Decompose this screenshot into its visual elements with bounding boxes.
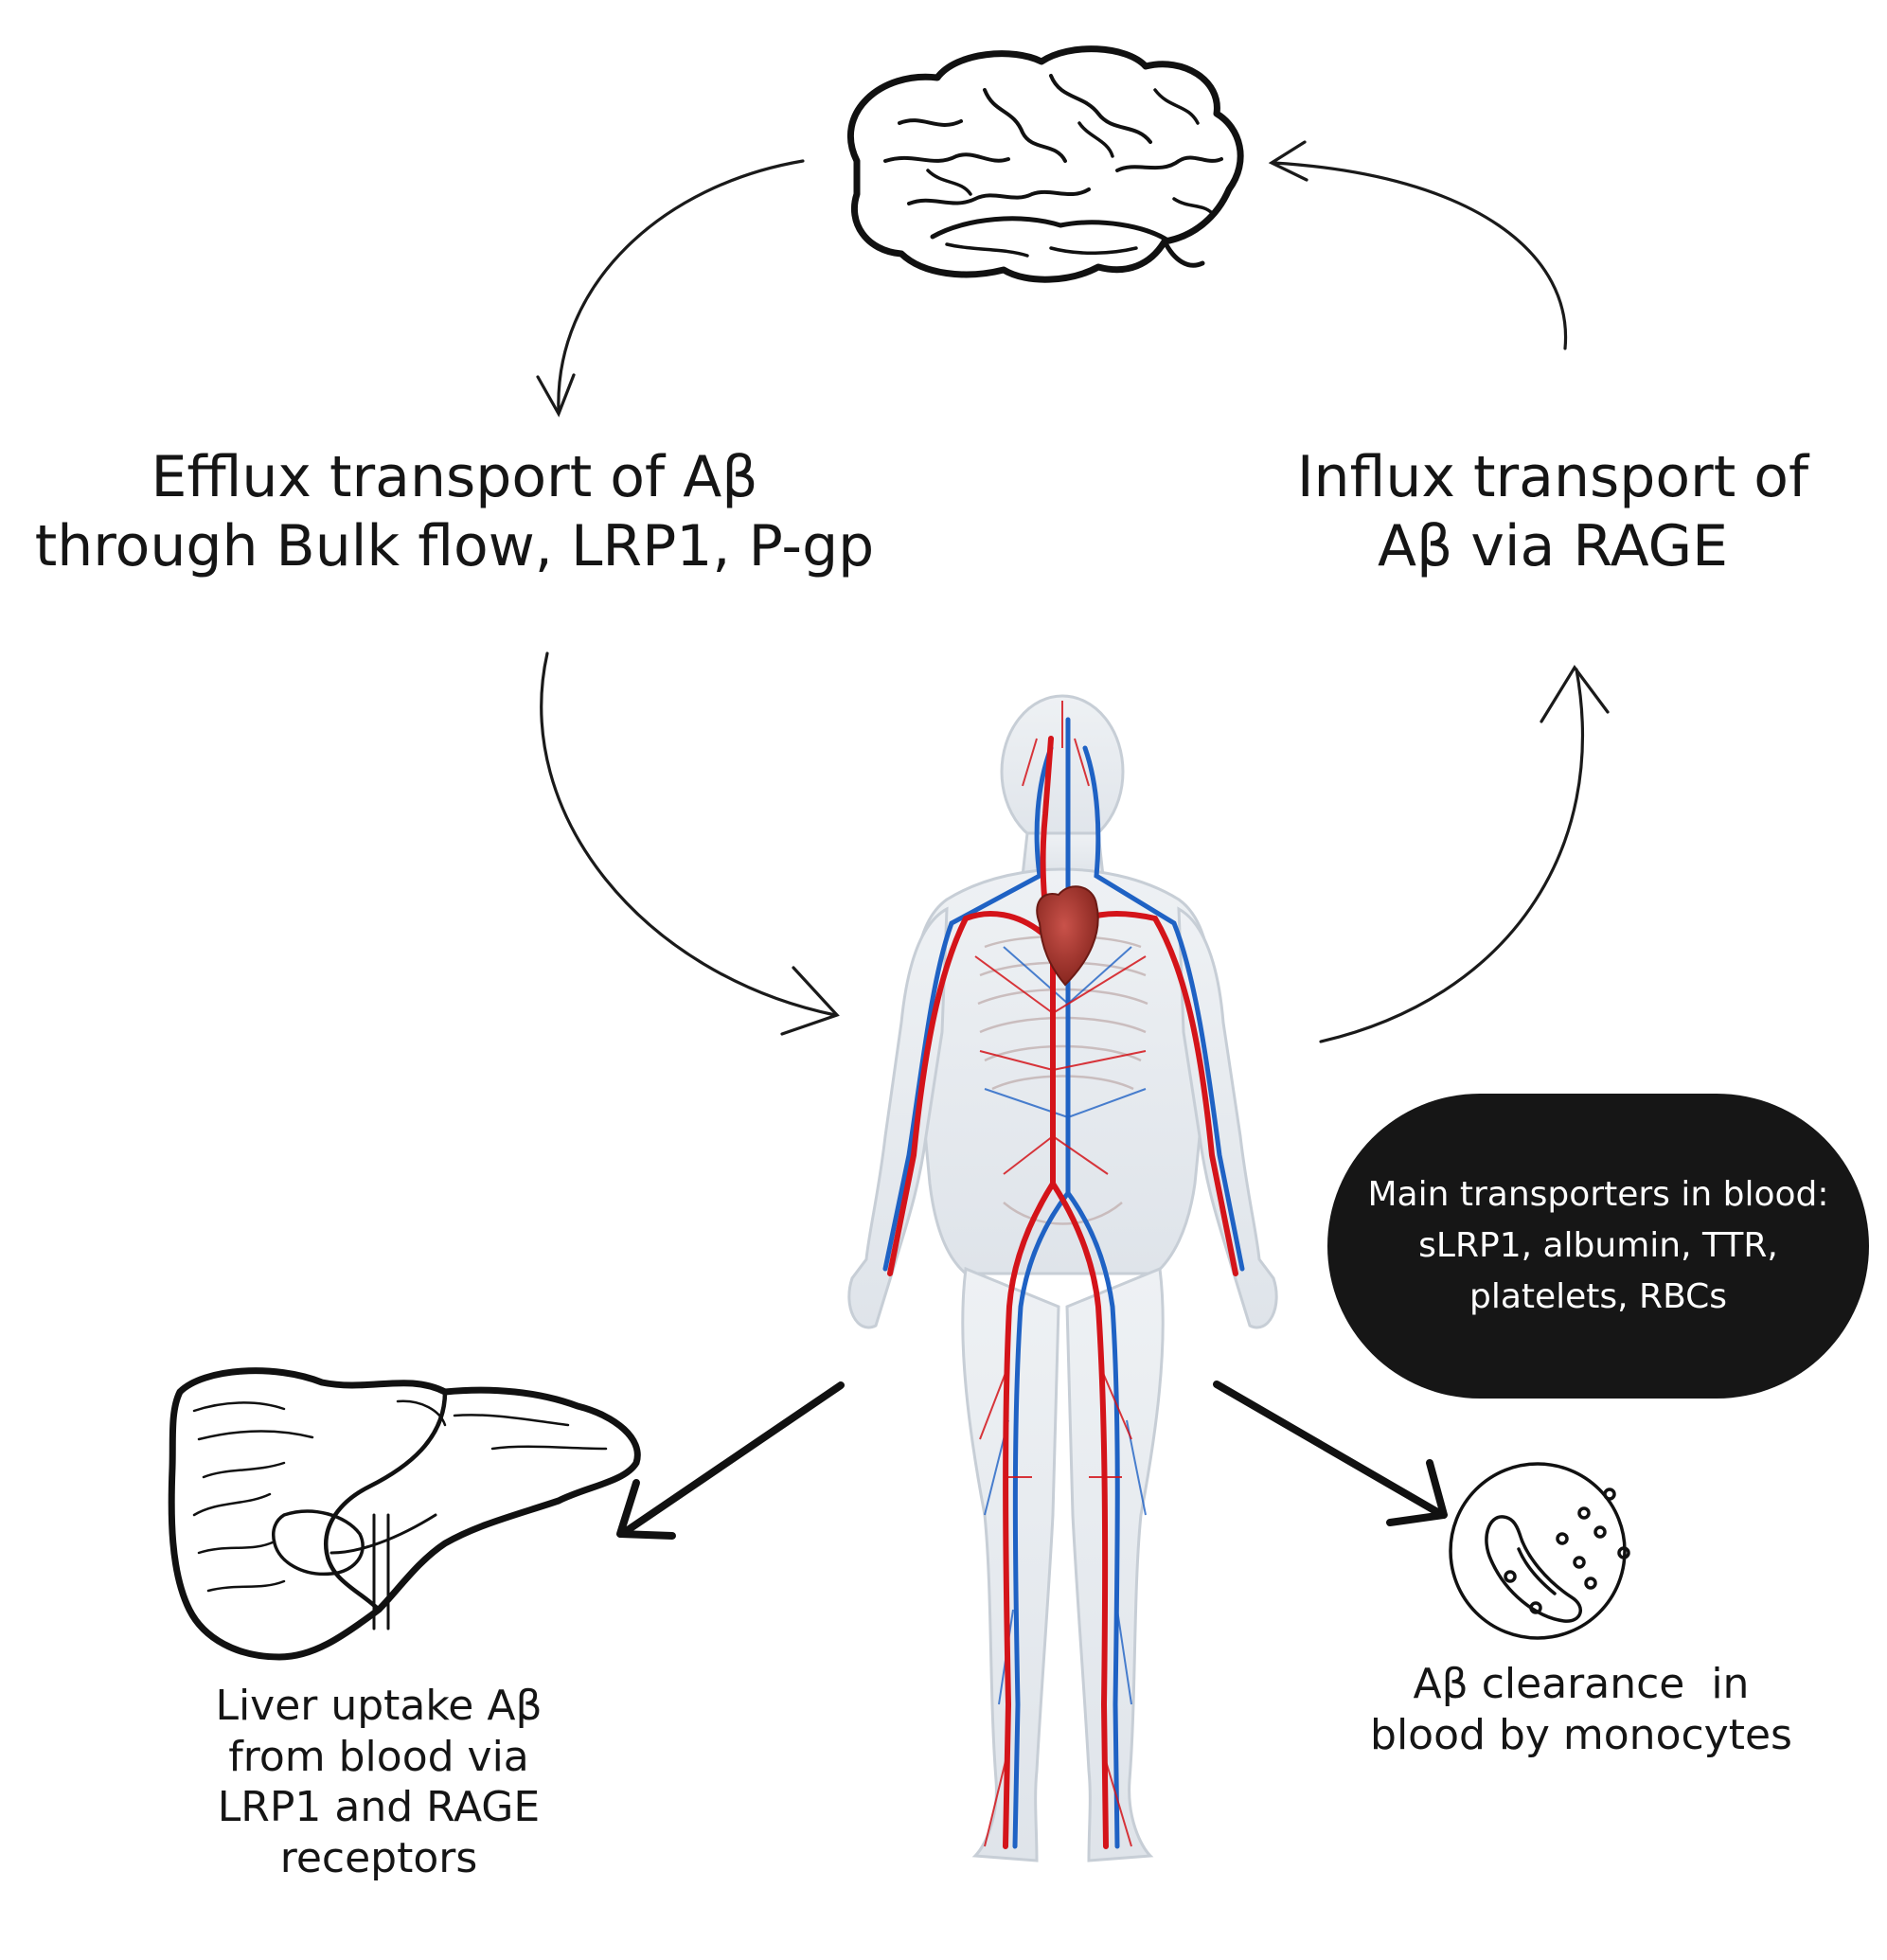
liver-line-2: from blood via (228, 1732, 529, 1781)
liver-line-3: LRP1 and RAGE (217, 1783, 541, 1832)
influx-top-arrow (1268, 140, 1568, 350)
liver-line-4: receptors (279, 1834, 478, 1883)
transporters-line-2: sLRP1, albumin, TTR, (1418, 1226, 1778, 1265)
influx-bottom-arrow (1319, 665, 1610, 1043)
liver-icon (168, 1367, 641, 1661)
influx-transport-label: Influx transport of Aβ via RAGE (1259, 443, 1846, 581)
efflux-bottom-arrow (540, 651, 840, 1036)
monocyte-clearance-label: Aβ clearance in blood by monocytes (1316, 1659, 1846, 1760)
efflux-line-1: Efflux transport of Aβ (151, 444, 758, 510)
influx-line-2: Aβ via RAGE (1377, 513, 1729, 580)
heart-icon (1036, 885, 1099, 987)
influx-line-1: Influx transport of (1296, 444, 1809, 510)
efflux-transport-label: Efflux transport of Aβ through Bulk flow… (0, 443, 909, 581)
blood-transporters-text: Main transporters in blood: sLRP1, album… (1343, 1169, 1854, 1323)
liver-line-1: Liver uptake Aβ (215, 1682, 543, 1730)
efflux-top-arrow (536, 159, 805, 418)
monocyte-line-2: blood by monocytes (1370, 1710, 1792, 1759)
monocyte-icon (1449, 1462, 1630, 1640)
efflux-line-2: through Bulk flow, LRP1, P-gp (34, 513, 875, 580)
brain-icon (847, 45, 1244, 283)
monocyte-line-1: Aβ clearance in (1413, 1660, 1750, 1708)
transporters-line-3: platelets, RBCs (1469, 1277, 1728, 1316)
blood-transporters-callout: Main transporters in blood: sLRP1, album… (1327, 1094, 1869, 1399)
liver-uptake-label: Liver uptake Aβ from blood via LRP1 and … (151, 1681, 606, 1884)
human-circulatory-system-icon (847, 694, 1278, 1862)
transporters-line-1: Main transporters in blood: (1367, 1175, 1829, 1214)
liver-arrow (616, 1381, 845, 1540)
monocyte-arrow (1213, 1381, 1448, 1526)
